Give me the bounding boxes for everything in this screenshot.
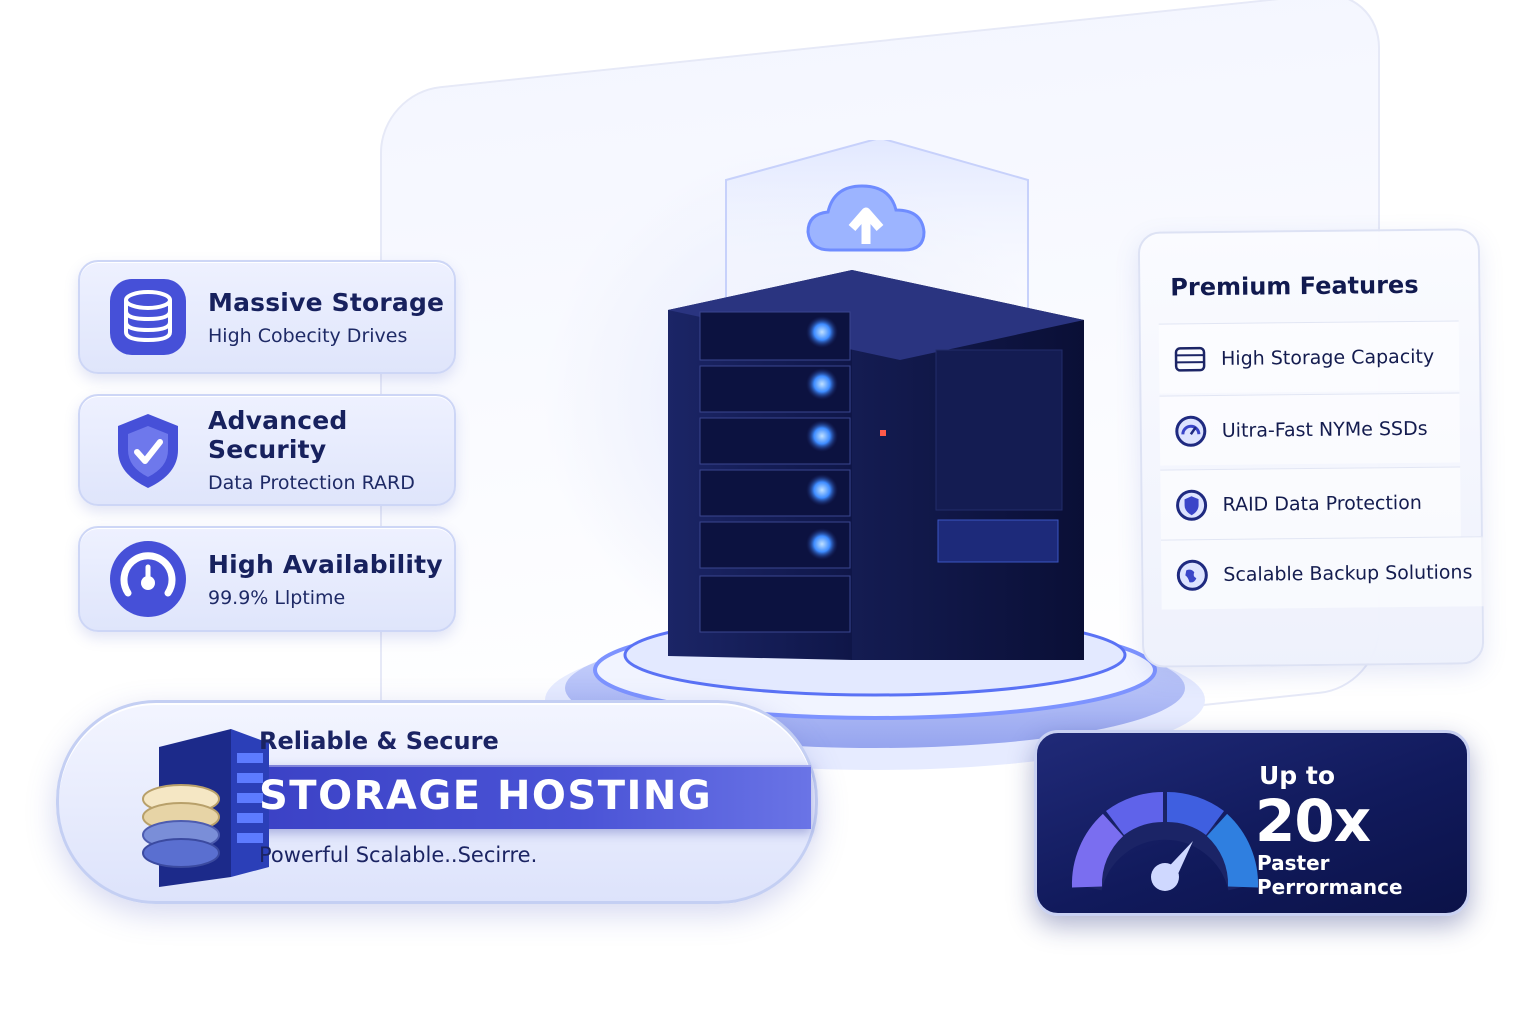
globe-icon — [1175, 558, 1209, 592]
feature-subtitle: High Cobecity Drives — [208, 324, 408, 347]
premium-item-label: Scalable Backup Solutions — [1223, 560, 1473, 586]
premium-item: RAID Data Protection — [1160, 466, 1461, 540]
premium-item: Uitra-Fast NYMe SSDs — [1159, 392, 1461, 466]
performance-upto: Up to — [1259, 761, 1336, 790]
performance-label: Paster Perrormance — [1257, 851, 1403, 899]
banner-title: STORAGE HOSTING — [259, 773, 713, 819]
feature-title: Advanced Security — [208, 406, 348, 464]
feature-title: High Availability — [208, 549, 443, 579]
server-illustration — [540, 136, 1220, 800]
feature-subtitle: Data Protection RARD — [208, 472, 415, 494]
feature-title: Massive Storage — [208, 287, 445, 317]
speed-icon — [1174, 414, 1208, 448]
premium-item: High Storage Capacity — [1158, 320, 1460, 394]
server-stack-icon — [99, 717, 289, 897]
shield-check-icon — [106, 408, 190, 492]
speedometer-icon — [1065, 769, 1265, 899]
feature-card-advanced-security: Advanced Security Data Protection RARD — [78, 394, 456, 506]
uptime-gauge-icon — [106, 537, 190, 621]
banner-title-strip — [229, 765, 811, 829]
shield-icon — [1174, 488, 1208, 522]
storage-stack-icon — [1173, 342, 1207, 376]
premium-item-label: Uitra-Fast NYMe SSDs — [1221, 417, 1428, 442]
storage-hosting-banner: Reliable & Secure STORAGE HOSTING Powerf… — [56, 700, 818, 904]
premium-features-panel: Premium Features High Storage Capacity U… — [1137, 228, 1485, 668]
banner-subtitle: Powerful Scalable..Secirre. — [259, 843, 538, 867]
feature-card-high-availability: High Availability 99.9% Llptime — [78, 526, 456, 632]
premium-item-label: High Storage Capacity — [1220, 345, 1435, 370]
performance-card: Up to 20x Paster Perrormance — [1034, 730, 1470, 916]
premium-title: Premium Features — [1170, 270, 1419, 302]
cloud-upload-icon — [806, 184, 926, 252]
premium-item: Scalable Backup Solutions — [1160, 536, 1484, 610]
feature-card-massive-storage: Massive Storage High Cobecity Drives — [78, 260, 456, 374]
premium-item-label: RAID Data Protection — [1222, 491, 1422, 516]
performance-value: 20x — [1255, 787, 1371, 855]
banner-kicker: Reliable & Secure — [259, 727, 499, 755]
database-icon — [106, 275, 190, 359]
feature-subtitle: 99.9% Llptime — [208, 586, 346, 609]
